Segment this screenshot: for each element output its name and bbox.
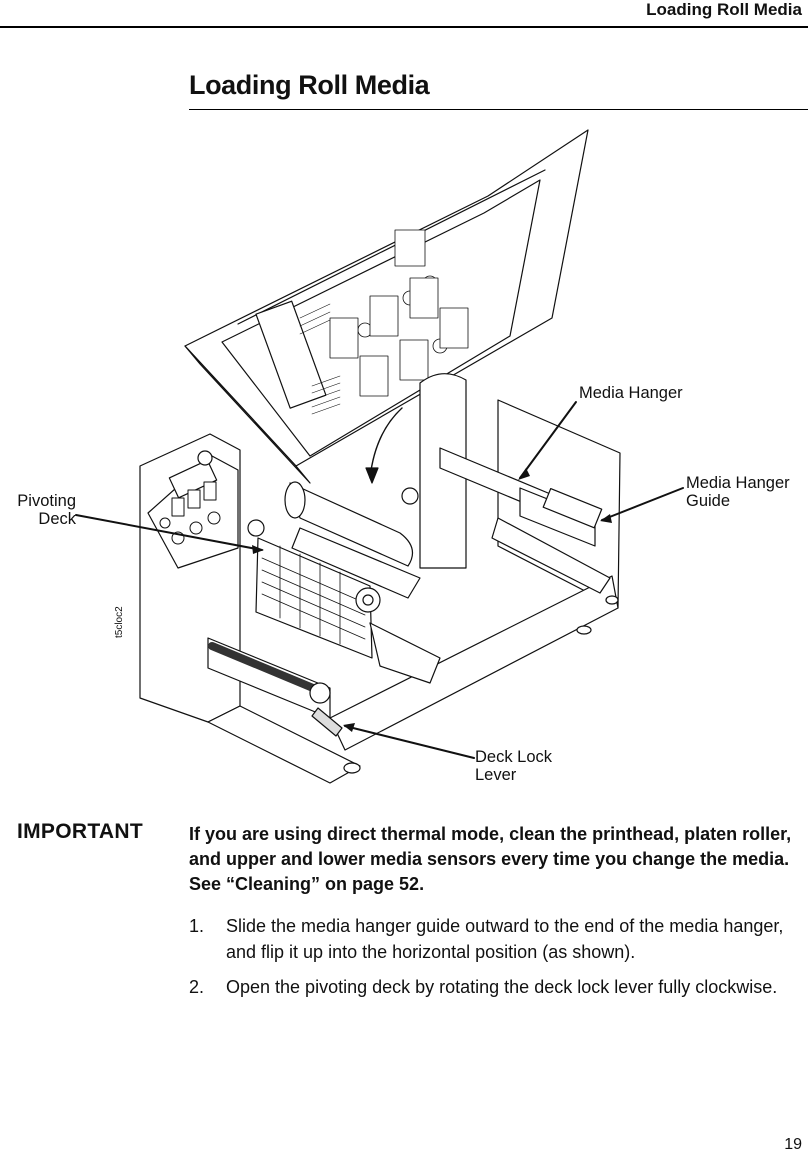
callout-leaders: [75, 401, 684, 759]
callout-arrowheads: [252, 468, 612, 732]
step-number: 2.: [189, 977, 205, 997]
running-header: Loading Roll Media: [646, 0, 802, 19]
callout-media-hanger-guide-line1: Media Hanger: [686, 474, 790, 492]
step-text: Open the pivoting deck by rotating the d…: [226, 977, 778, 997]
figure-code: t5cloc2: [114, 606, 125, 638]
callout-pivoting-deck-line2: Deck: [38, 510, 76, 528]
step-number: 1.: [189, 916, 205, 936]
printer-body: [139, 373, 621, 784]
list-item: 1. Slide the media hanger guide outward …: [189, 913, 801, 965]
printer-illustration: Media Hanger Media Hanger Guide Pivoting…: [0, 118, 808, 798]
callout-pivoting-deck-line1: Pivoting: [17, 492, 76, 510]
important-label: IMPORTANT: [17, 820, 143, 843]
callout-pivoting-deck: Pivoting Deck: [8, 492, 76, 528]
callout-deck-lock-lever: Deck Lock Lever: [475, 748, 552, 784]
page-title: Loading Roll Media: [189, 70, 430, 100]
page-number: 19: [784, 1136, 802, 1153]
title-rule: [189, 109, 808, 110]
callout-media-hanger: Media Hanger: [579, 384, 683, 402]
printer-drawing: [75, 129, 684, 784]
steps-list: 1. Slide the media hanger guide outward …: [189, 913, 801, 1009]
list-item: 2. Open the pivoting deck by rotating th…: [189, 974, 801, 1000]
callout-media-hanger-guide: Media Hanger Guide: [686, 474, 790, 510]
callout-deck-lock-lever-line2: Lever: [475, 766, 517, 784]
header-rule: [0, 26, 808, 28]
callout-deck-lock-lever-line1: Deck Lock: [475, 748, 553, 766]
step-text: Slide the media hanger guide outward to …: [226, 916, 784, 962]
important-text: If you are using direct thermal mode, cl…: [189, 824, 792, 894]
callout-media-hanger-guide-line2: Guide: [686, 492, 731, 510]
printer-cover: [184, 129, 589, 484]
